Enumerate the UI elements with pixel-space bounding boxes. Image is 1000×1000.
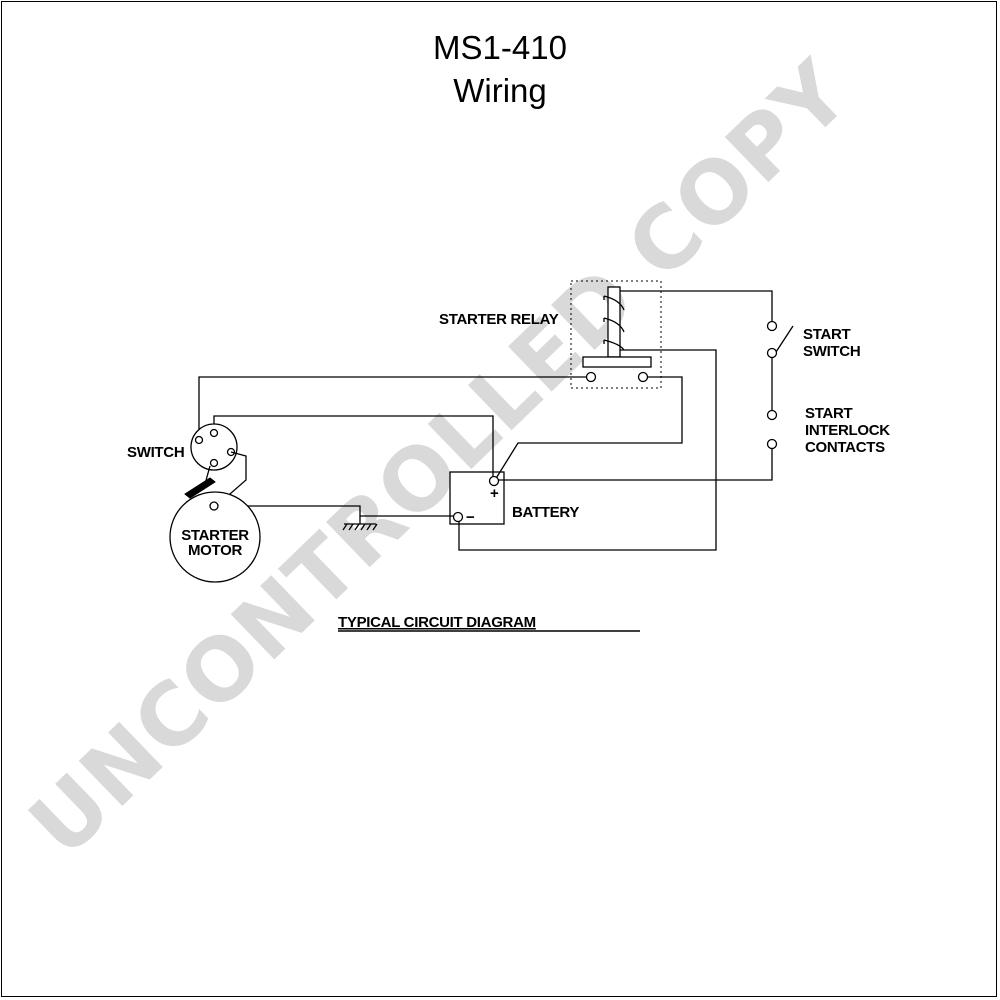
label-switch: SWITCH	[127, 444, 184, 461]
label-battery-minus: −	[466, 509, 475, 526]
relay-terminal-right	[637, 371, 649, 383]
wire-coil-to-start-switch	[620, 290, 773, 322]
label-interlock-line3: CONTACTS	[805, 439, 885, 456]
diagram-subtitle: Wiring	[453, 72, 547, 109]
wire-interlock-to-battery	[496, 448, 773, 481]
label-battery-plus: +	[490, 485, 499, 502]
starter-motor-body	[169, 491, 261, 583]
battery-terminal-minus	[452, 511, 464, 523]
relay-terminal-left	[585, 371, 597, 383]
battery-terminal-plus	[488, 475, 500, 487]
switch-terminal-top	[209, 428, 219, 438]
switch-body	[190, 423, 238, 471]
diagram-title: MS1-410	[433, 29, 567, 66]
switch-to-motor-lead	[204, 465, 211, 485]
label-battery: BATTERY	[512, 504, 579, 521]
start-switch-terminal-top	[766, 320, 778, 332]
start-switch-blade	[775, 325, 794, 353]
interlock-terminal-bottom	[766, 438, 778, 450]
wire-relay-to-switch	[198, 376, 589, 437]
switch-motor-strap	[184, 477, 216, 499]
battery-box	[449, 471, 505, 525]
label-start-switch-line2: SWITCH	[803, 343, 860, 360]
wire-relay-to-battery-plus	[494, 376, 683, 481]
interlock-terminal-top	[766, 409, 778, 421]
relay-contact-bar	[582, 356, 652, 368]
wire-motor-to-ground	[216, 505, 453, 517]
diagram-caption: TYPICAL CIRCUIT DIAGRAM	[338, 614, 536, 631]
starter-relay-box	[570, 280, 662, 389]
switch-terminal-bottom	[209, 458, 219, 468]
switch-terminal-left	[194, 435, 204, 445]
ground-symbol	[342, 516, 378, 531]
starter-motor-terminal	[209, 501, 219, 511]
label-starter-motor-line2: MOTOR	[188, 542, 243, 559]
label-interlock-line1: START	[805, 405, 853, 422]
relay-coil-winding	[603, 295, 625, 351]
wire-coil-to-battery-minus	[458, 349, 717, 551]
label-starter-relay: STARTER RELAY	[439, 311, 559, 328]
label-starter-motor-line1: STARTER	[181, 527, 249, 544]
label-interlock-line2: INTERLOCK	[805, 422, 890, 439]
label-start-switch-line1: START	[803, 326, 851, 343]
start-switch-terminal-bottom	[766, 347, 778, 359]
